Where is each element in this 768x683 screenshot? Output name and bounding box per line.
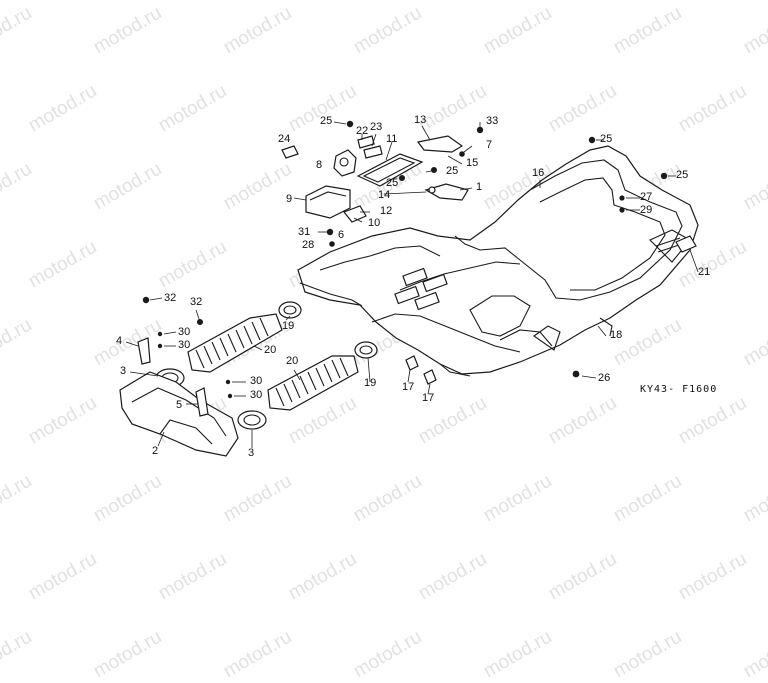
callout-17b: 17 <box>422 392 435 404</box>
callout-14: 14 <box>378 189 391 201</box>
callout-16: 16 <box>532 167 545 179</box>
watermark-text: motod.ru <box>740 626 768 683</box>
callout-8: 8 <box>316 159 323 171</box>
callout-3b: 3 <box>248 447 255 459</box>
callout-19b: 19 <box>364 377 377 389</box>
callout-28: 28 <box>302 239 315 251</box>
callout-1: 1 <box>476 181 483 193</box>
watermark-text: motod.ru <box>220 626 296 683</box>
callout-11: 11 <box>386 133 398 145</box>
callout-22: 22 <box>356 125 369 137</box>
callout-30b: 30 <box>178 339 191 351</box>
callout-25d: 25 <box>600 133 613 145</box>
callout-32b: 32 <box>190 296 203 308</box>
callout-20a: 20 <box>264 344 277 356</box>
callout-27: 27 <box>640 191 653 203</box>
callout-17a: 17 <box>402 381 415 393</box>
callout-25c: 25 <box>386 177 399 189</box>
parts-diagram: motod.ru motod.ru motod.ru motod.ru motod.ru… <box>0 3 768 683</box>
callout-4: 4 <box>116 335 123 347</box>
callout-30d: 30 <box>250 389 263 401</box>
upper-parts <box>142 120 697 378</box>
callout-3a: 3 <box>120 365 127 377</box>
callout-30c: 30 <box>250 375 263 387</box>
callout-6: 6 <box>338 229 345 241</box>
callout-29: 29 <box>640 204 653 216</box>
callout-25b: 25 <box>446 165 459 177</box>
callout-21: 21 <box>698 266 711 278</box>
callout-9: 9 <box>286 193 293 205</box>
callout-24: 24 <box>278 133 291 145</box>
callout-13: 13 <box>414 114 427 126</box>
callout-20b: 20 <box>286 355 299 367</box>
callout-10: 10 <box>368 217 381 229</box>
callout-2: 2 <box>152 445 159 457</box>
callout-18: 18 <box>610 329 623 341</box>
callout-23: 23 <box>370 121 383 133</box>
watermark-text: motod.ru <box>480 626 556 683</box>
callout-7: 7 <box>486 139 493 151</box>
watermark-text: motod.ru <box>0 626 36 683</box>
intake-ducts <box>119 301 437 457</box>
leader-lines <box>125 121 699 448</box>
callout-15: 15 <box>466 157 479 169</box>
callout-31: 31 <box>298 226 311 238</box>
callout-26: 26 <box>598 372 611 384</box>
diagram-code: KY43- F1600 <box>640 384 718 395</box>
callout-32a: 32 <box>164 292 177 304</box>
callout-5: 5 <box>176 399 183 411</box>
body-cover <box>297 145 699 377</box>
callout-25a: 25 <box>320 115 333 127</box>
watermark-text: motod.ru <box>350 626 426 683</box>
callout-30a: 30 <box>178 326 191 338</box>
watermark-text: motod.ru <box>610 626 686 683</box>
callout-33: 33 <box>486 115 499 127</box>
watermark-text: motod.ru <box>90 626 166 683</box>
callout-19a: 19 <box>282 320 295 332</box>
callout-12: 12 <box>380 205 393 217</box>
diagram-line-art <box>119 120 699 457</box>
callout-25e: 25 <box>676 169 689 181</box>
